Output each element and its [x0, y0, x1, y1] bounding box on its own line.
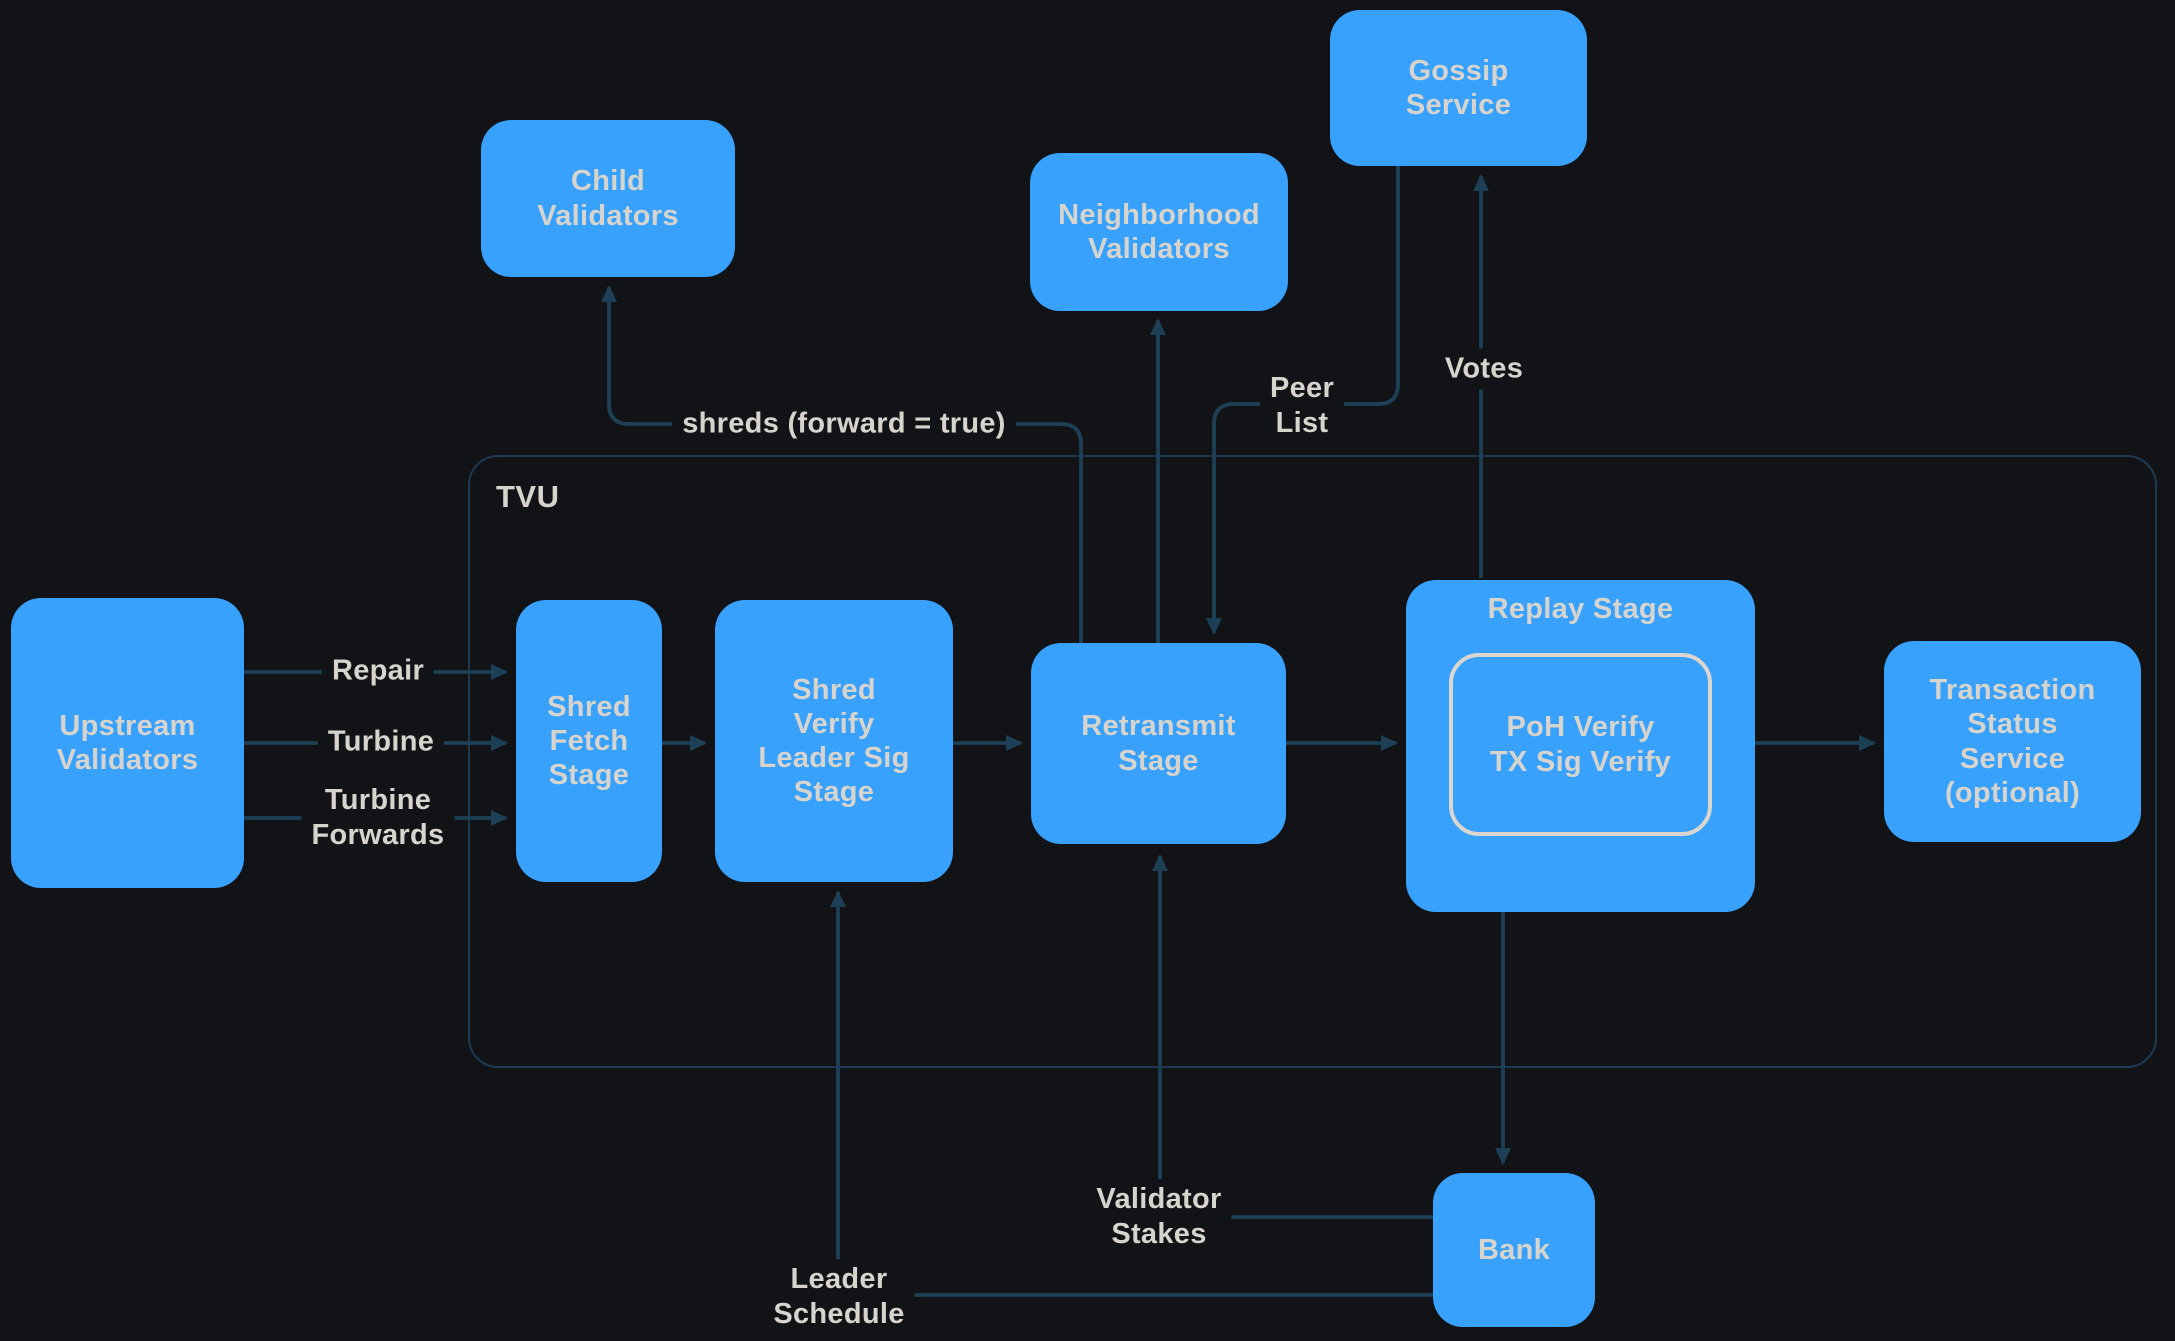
- node-shred-verify-stage: Shred Verify Leader Sig Stage: [715, 600, 953, 882]
- edge-retransmit-to-child-shreds: [601, 285, 1083, 643]
- edge-label-votes: Votes: [1434, 348, 1534, 390]
- edge-bank-to-retransmit-stakes: [1152, 854, 1433, 1219]
- edge-label-leader-schedule: Leader Schedule: [763, 1259, 915, 1335]
- edge-label-validator-stakes: Validator Stakes: [1086, 1179, 1232, 1255]
- node-neighborhood-validators-label: Neighborhood Validators: [1058, 198, 1260, 265]
- edge-label-peer-list: Peer List: [1259, 368, 1345, 444]
- node-retransmit-stage: Retransmit Stage: [1031, 643, 1286, 844]
- node-shred-fetch-stage: Shred Fetch Stage: [516, 600, 662, 882]
- node-shred-verify-stage-label: Shred Verify Leader Sig Stage: [758, 673, 910, 809]
- edge-label-shreds-forward: shreds (forward = true): [672, 403, 1016, 445]
- node-upstream-validators-label: Upstream Validators: [56, 709, 199, 776]
- node-bank-label: Bank: [1477, 1233, 1551, 1266]
- tvu-container-label: TVU: [496, 479, 560, 514]
- node-poh-verify-label: PoH Verify TX Sig Verify: [1489, 711, 1672, 778]
- edge-label-turbine: Turbine: [317, 721, 445, 763]
- edge-label-repair: Repair: [321, 650, 435, 692]
- node-gossip-service: Gossip Service: [1330, 10, 1587, 166]
- node-shred-fetch-stage-label: Shred Fetch Stage: [547, 690, 631, 792]
- node-bank: Bank: [1433, 1173, 1595, 1327]
- node-upstream-validators: Upstream Validators: [11, 598, 244, 888]
- node-poh-verify-inner-box: PoH Verify TX Sig Verify: [1449, 653, 1712, 836]
- node-child-validators: Child Validators: [481, 120, 735, 277]
- tvu-container: TVU: [468, 455, 2157, 1068]
- node-retransmit-stage-label: Retransmit Stage: [1081, 710, 1236, 777]
- node-transaction-status-service: Transaction Status Service (optional): [1884, 641, 2141, 842]
- node-child-validators-label: Child Validators: [537, 165, 679, 232]
- node-gossip-service-label: Gossip Service: [1405, 54, 1512, 121]
- edge-label-turbine-forwards: Turbine Forwards: [301, 780, 455, 856]
- node-transaction-status-service-label: Transaction Status Service (optional): [1929, 674, 2096, 809]
- node-replay-stage: Replay Stage PoH Verify TX Sig Verify: [1406, 580, 1755, 912]
- node-neighborhood-validators: Neighborhood Validators: [1030, 153, 1288, 311]
- node-replay-stage-label: Replay Stage: [1487, 593, 1674, 625]
